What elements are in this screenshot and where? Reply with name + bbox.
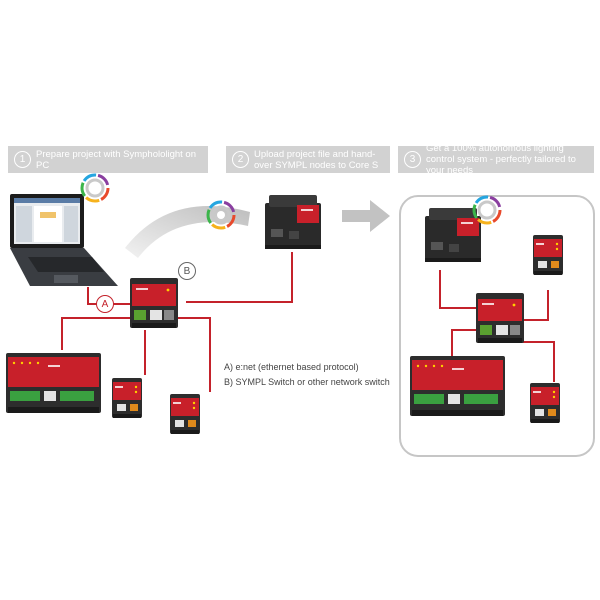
step-2-text: Upload project file and hand-over SYMPL …: [254, 148, 379, 171]
step-1-text: Prepare project with Symphololight on PC: [36, 148, 197, 171]
step-2-number: 2: [232, 151, 249, 168]
upload-arc-arrow: [125, 205, 250, 258]
laptop-illustration: [10, 194, 118, 286]
dimmer-module-device-panel: [410, 356, 505, 416]
sympl-node-device-panel: [533, 235, 563, 275]
step-3-text: Get a 100% autonomous lighting control s…: [426, 143, 576, 176]
sympl-node-device-2: [170, 394, 200, 434]
core-s-device-panel: [425, 208, 481, 262]
step-3-banner: 3 Get a 100% autonomous lighting control…: [398, 143, 594, 176]
step-3-number: 3: [404, 151, 421, 168]
project-swirl-icon: [206, 200, 236, 230]
tag-b: B: [178, 262, 196, 280]
core-s-device: [265, 195, 321, 249]
step-2-banner: 2 Upload project file and hand-over SYMP…: [226, 146, 390, 173]
legend-b: B) SYMPL Switch or other network switch: [224, 377, 390, 387]
symphololight-swirl-icon: [80, 173, 110, 203]
step-1-number: 1: [14, 151, 31, 168]
step-1-banner: 1 Prepare project with Symphololight on …: [8, 146, 208, 173]
dimmer-module-device: [6, 353, 101, 413]
tag-a: A: [96, 295, 114, 313]
sympl-switch-device: [130, 278, 178, 328]
right-arrow-icon: [342, 200, 390, 232]
legend-a: A) e:net (ethernet based protocol): [224, 362, 359, 372]
network-lines-step3: [439, 270, 555, 382]
sympl-node-device: [112, 378, 142, 418]
sympl-node-device-panel-2: [530, 383, 560, 423]
network-lines-step1: [61, 252, 293, 392]
sympl-switch-device-panel: [476, 293, 524, 343]
